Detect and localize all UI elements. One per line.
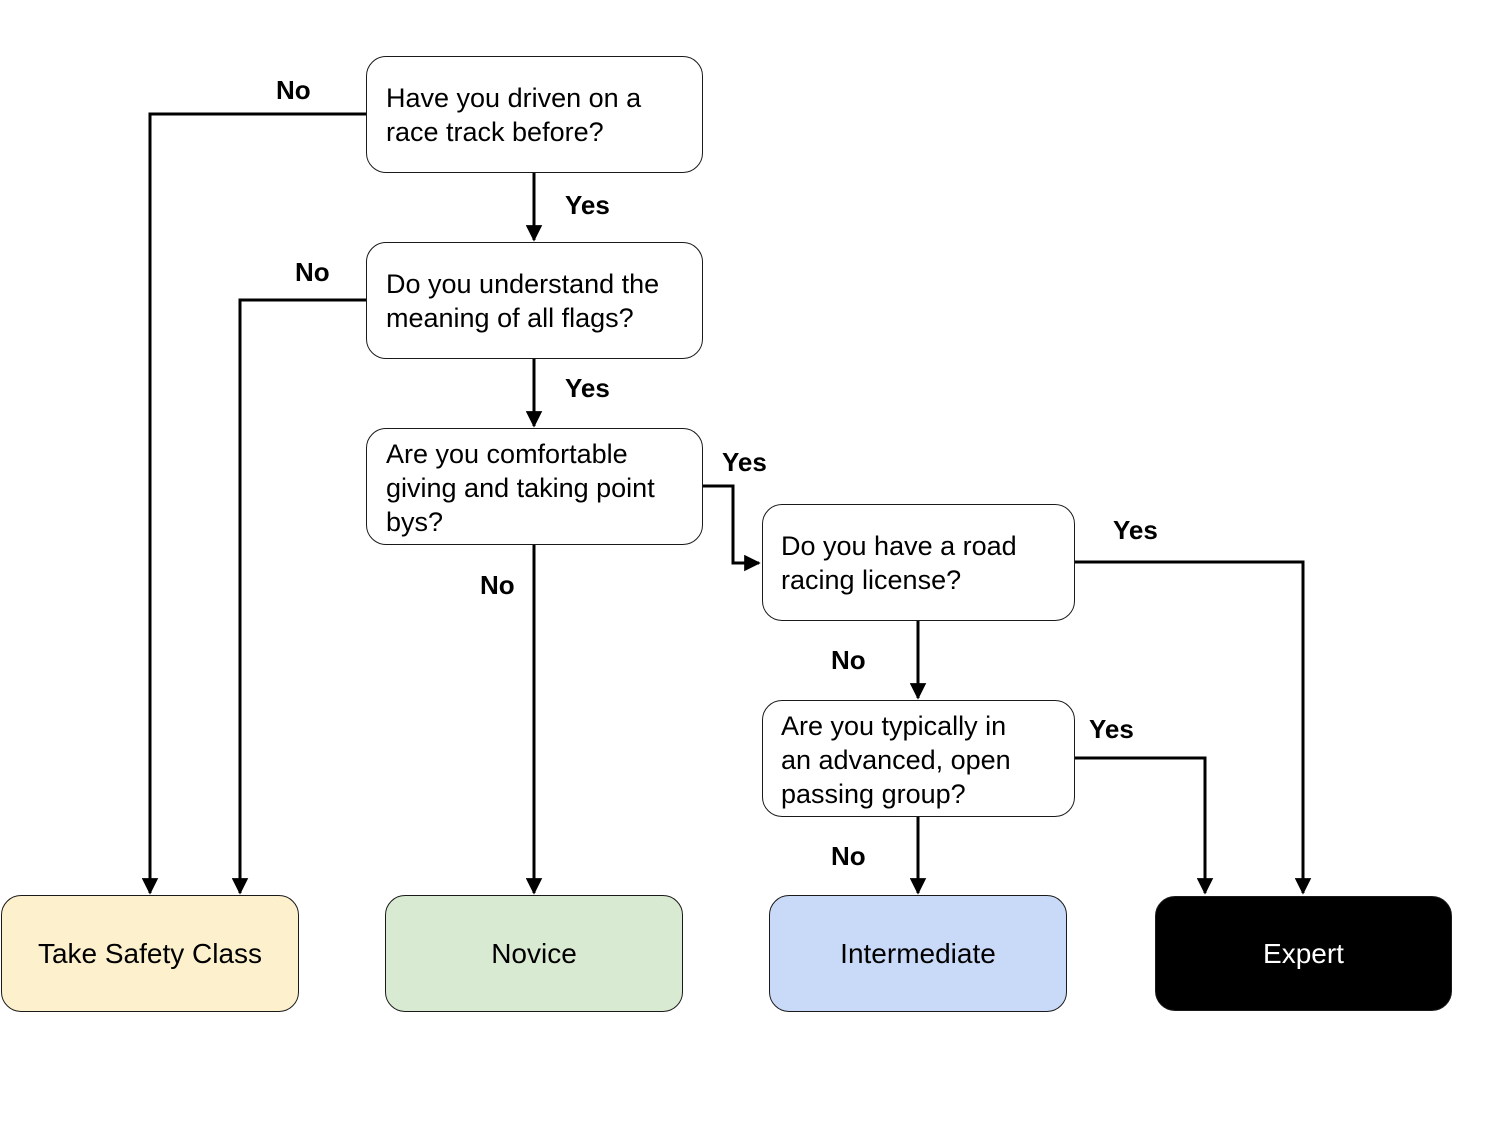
question-line: meaning of all flags?	[386, 303, 634, 333]
question-racing-license: Do you have a road racing license?	[762, 504, 1075, 621]
question-line: race track before?	[386, 117, 604, 147]
question-point-bys: Are you comfortable giving and taking po…	[366, 428, 703, 545]
question-line: Are you comfortable	[386, 439, 628, 469]
edge-label-q3-no: No	[480, 570, 515, 600]
question-line: Do you understand the	[386, 269, 660, 299]
edge-label-q1-yes: Yes	[565, 190, 610, 220]
question-line: Are you typically in	[781, 711, 1007, 741]
edge-label-q5-yes: Yes	[1089, 714, 1134, 744]
question-line: bys?	[386, 507, 444, 537]
edge-label-q2-no: No	[295, 257, 330, 287]
edge-label-q4-yes: Yes	[1113, 515, 1158, 545]
edge-q2-no	[231, 298, 366, 895]
edge-q4-yes	[1075, 560, 1312, 895]
question-line: racing license?	[781, 565, 962, 595]
edge-label-q1-no: No	[276, 75, 311, 105]
edge-label-q5-no: No	[831, 841, 866, 871]
question-line: passing group?	[781, 779, 966, 809]
outcome-intermediate: Intermediate	[769, 895, 1067, 1012]
edge-q1-no	[141, 112, 366, 895]
question-line: an advanced, open	[781, 745, 1011, 775]
outcome-novice: Novice	[385, 895, 683, 1012]
edge-label-q2-yes: Yes	[565, 373, 610, 403]
question-raced-before: Have you driven on a race track before?	[366, 56, 703, 173]
question-line: Have you driven on a	[386, 83, 642, 113]
edge-label-q4-no: No	[831, 645, 866, 675]
outcome-expert: Expert	[1155, 896, 1452, 1011]
edge-q3-yes	[703, 484, 761, 572]
question-understand-flags: Do you understand the meaning of all fla…	[366, 242, 703, 359]
question-line: Do you have a road	[781, 531, 1017, 561]
edge-label-q3-yes: Yes	[722, 447, 767, 477]
question-advanced-group: Are you typically in an advanced, open p…	[762, 700, 1075, 817]
edge-q5-yes	[1075, 756, 1214, 895]
question-line: giving and taking point	[386, 473, 655, 503]
outcome-take-safety-class: Take Safety Class	[1, 895, 299, 1012]
